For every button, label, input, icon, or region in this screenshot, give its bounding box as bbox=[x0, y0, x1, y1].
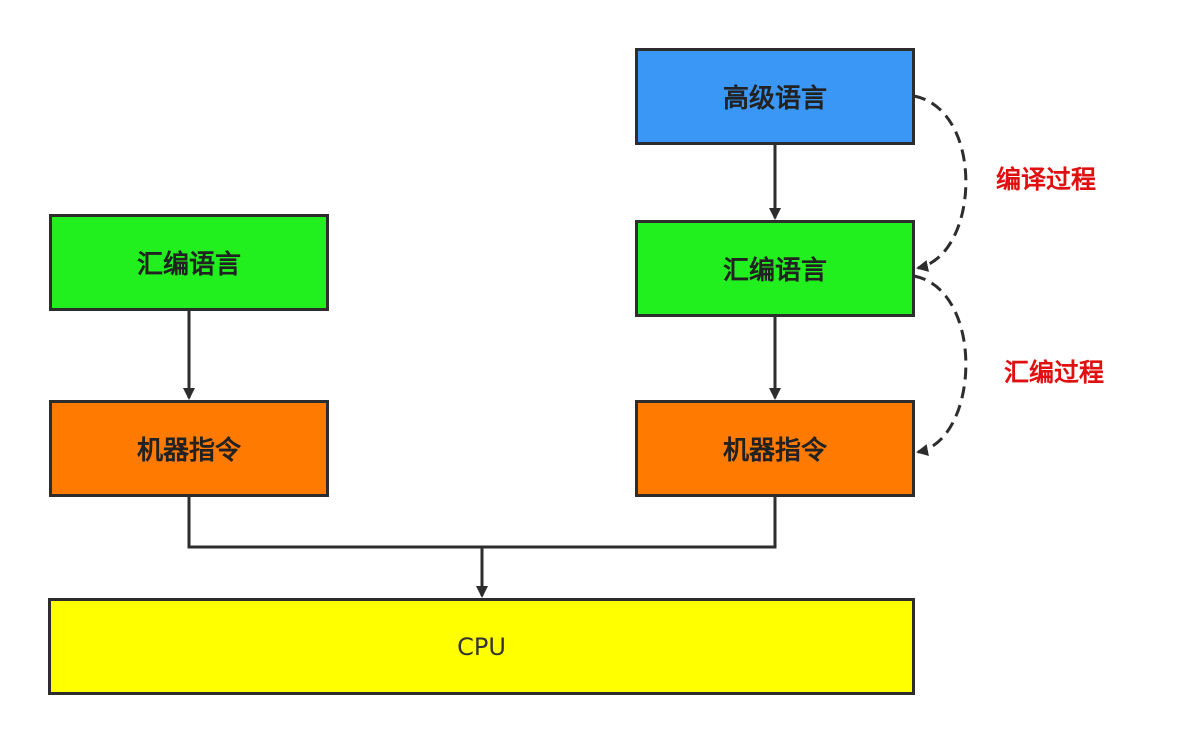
assemble-process-curve bbox=[913, 274, 968, 456]
high-level-language-box: 高级语言 bbox=[635, 48, 915, 145]
left-assembly-language-label: 汇编语言 bbox=[136, 250, 241, 280]
left-machine-instruction-label: 机器指令 bbox=[136, 436, 241, 466]
left-assembly-language-box: 汇编语言 bbox=[49, 214, 329, 311]
cpu-box: CPU bbox=[48, 598, 915, 695]
right-machine-instruction-label: 机器指令 bbox=[722, 436, 827, 466]
cpu-label: CPU bbox=[457, 632, 506, 661]
right-machine-instruction-box: 机器指令 bbox=[635, 400, 915, 497]
left-machine-instruction-box: 机器指令 bbox=[49, 400, 329, 497]
right-assembly-language-box: 汇编语言 bbox=[635, 220, 915, 317]
compile-process-curve bbox=[913, 94, 968, 272]
high-level-language-label: 高级语言 bbox=[722, 84, 827, 114]
merge-connector bbox=[187, 495, 777, 549]
compile-process-label: 编译过程 bbox=[996, 165, 1097, 194]
right-assembly-language-label: 汇编语言 bbox=[722, 256, 827, 286]
assemble-process-label: 汇编过程 bbox=[1004, 358, 1105, 387]
